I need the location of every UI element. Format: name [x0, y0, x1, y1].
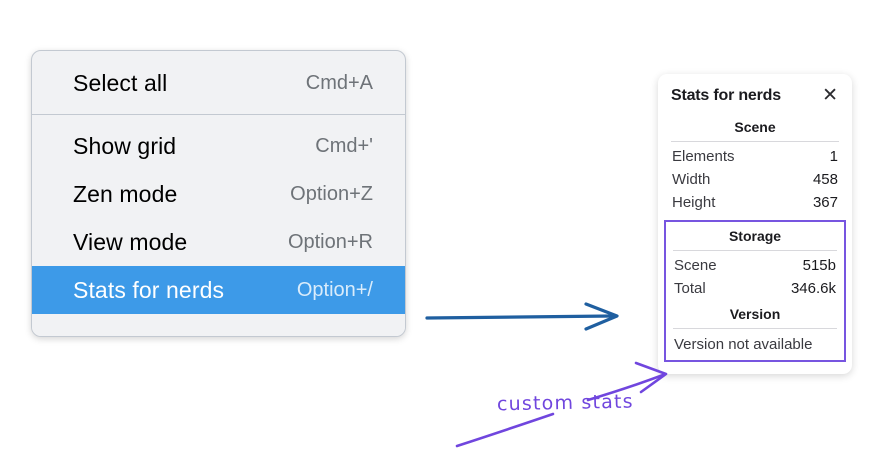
stat-key: Total: [674, 280, 706, 297]
stat-row-height: Height 367: [668, 191, 842, 214]
stat-row-storage-total: Total 346.6k: [670, 277, 840, 300]
scene-section-heading: Scene: [734, 119, 776, 135]
menu-item-shortcut: Option+/: [296, 278, 373, 301]
menu-item-stats-for-nerds[interactable]: Stats for nerds Option+/: [32, 266, 405, 314]
stat-value: 515b: [802, 257, 836, 274]
stat-key: Width: [672, 171, 711, 188]
menu-item-label: View mode: [73, 228, 188, 255]
stat-value: 458: [812, 171, 838, 188]
context-menu[interactable]: Select all Cmd+A Show grid Cmd+' Zen mod…: [31, 50, 406, 337]
storage-section-heading: Storage: [728, 228, 782, 244]
stats-panel-header: Stats for nerds ✕: [668, 86, 842, 105]
version-not-available-text: Version not available: [674, 336, 813, 353]
stat-key: Scene: [674, 257, 717, 274]
menu-item-label: Zen mode: [73, 180, 178, 207]
menu-group-2: Show grid Cmd+' Zen mode Option+Z View m…: [32, 115, 405, 314]
menu-item-select-all[interactable]: Select all Cmd+A: [32, 59, 405, 107]
stat-value: 346.6k: [790, 280, 836, 297]
blue-arrow-icon: [425, 302, 619, 331]
menu-item-shortcut: Option+R: [287, 230, 373, 253]
storage-divider: [673, 250, 837, 251]
menu-item-shortcut: Option+Z: [290, 182, 373, 205]
stat-value: 1: [829, 148, 838, 165]
menu-group-1: Select all Cmd+A: [32, 51, 405, 114]
menu-item-show-grid[interactable]: Show grid Cmd+': [32, 122, 405, 170]
close-icon[interactable]: ✕: [822, 85, 838, 106]
menu-item-view-mode[interactable]: View mode Option+R: [32, 218, 405, 266]
version-divider: [673, 328, 837, 329]
menu-item-label: Stats for nerds: [73, 276, 225, 303]
stat-value: 367: [812, 194, 838, 211]
menu-separator: [32, 114, 405, 115]
menu-bottom-padding: [32, 314, 405, 336]
menu-item-label: Show grid: [73, 132, 177, 159]
menu-item-shortcut: Cmd+A: [305, 71, 373, 94]
stat-row-width: Width 458: [668, 168, 842, 191]
stat-key: Elements: [672, 148, 735, 165]
menu-item-label: Select all: [73, 69, 168, 96]
menu-item-zen-mode[interactable]: Zen mode Option+Z: [32, 170, 405, 218]
stats-panel-title: Stats for nerds: [671, 86, 781, 104]
purple-underline-stroke: [455, 412, 555, 448]
stat-key: Height: [672, 194, 716, 211]
handwritten-annotation-label: custom stats: [496, 390, 634, 416]
stats-for-nerds-panel: Stats for nerds ✕ Scene Elements 1 Width…: [658, 74, 852, 374]
version-section-heading: Version: [729, 306, 781, 322]
scene-divider: [671, 141, 839, 142]
stat-row-storage-scene: Scene 515b: [670, 254, 840, 277]
custom-stats-highlight-box: Storage Scene 515b Total 346.6k Version …: [664, 220, 846, 362]
menu-item-shortcut: Cmd+': [315, 134, 373, 157]
stat-row-elements: Elements 1: [668, 145, 842, 168]
